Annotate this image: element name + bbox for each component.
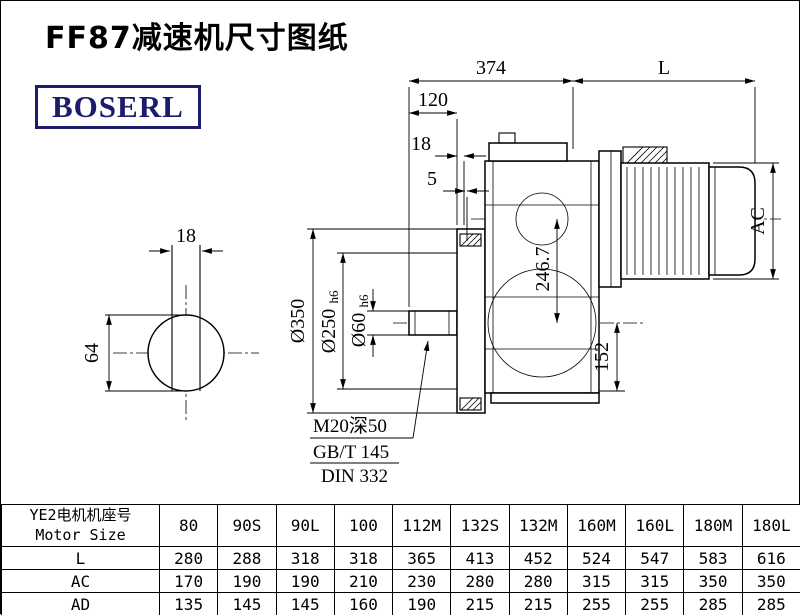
value-cell: 280 [160, 547, 218, 570]
housing-foot [491, 393, 599, 403]
value-cell: 190 [276, 570, 334, 593]
value-cell: 315 [626, 570, 684, 593]
note-standard-din: DIN 332 [321, 466, 388, 487]
column-header: 112M [393, 505, 451, 547]
column-header: 80 [160, 505, 218, 547]
dim-shaft-tolerance: h6 [356, 294, 371, 308]
column-header: 100 [334, 505, 392, 547]
dim-overall-length: 374 [476, 57, 506, 79]
dim-spigot-tolerance: h6 [326, 290, 341, 304]
shaft-end-view: 18 64 [81, 225, 259, 421]
value-cell: 583 [684, 547, 742, 570]
value-cell: 285 [742, 593, 800, 615]
motor-size-header-cn: YE2电机机座号 [2, 506, 159, 526]
dim-keyway-width: 18 [176, 225, 196, 247]
value-cell: 135 [160, 593, 218, 615]
dim-shaft-length: 120 [418, 89, 448, 111]
value-cell: 280 [451, 570, 509, 593]
motor-size-table: YE2电机机座号 Motor Size 80 90S 90L 100 112M … [1, 504, 800, 615]
value-cell: 145 [276, 593, 334, 615]
vent-plug [499, 133, 515, 143]
value-cell: 215 [451, 593, 509, 615]
column-header: 90L [276, 505, 334, 547]
note-tapped-hole: M20深50 [313, 415, 387, 437]
value-cell: 318 [276, 547, 334, 570]
gearbox-side-view [393, 133, 781, 413]
shaft-circle [148, 315, 224, 391]
value-cell: 413 [451, 547, 509, 570]
row-label: AD [2, 593, 160, 615]
value-cell: 365 [393, 547, 451, 570]
dim-motor-diameter: AC [747, 207, 769, 235]
table-row-L: L 280 288 318 318 365 413 452 524 547 58… [2, 547, 800, 570]
motor-body [621, 163, 709, 279]
housing-cap [489, 143, 567, 161]
table-header-row: YE2电机机座号 Motor Size 80 90S 90L 100 112M … [2, 505, 800, 547]
dim-shaft-diameter: Ø60 [348, 313, 370, 347]
column-header: 160M [567, 505, 625, 547]
motor-size-header: YE2电机机座号 Motor Size [2, 505, 160, 547]
value-cell: 547 [626, 547, 684, 570]
column-header: 180L [742, 505, 800, 547]
dim-flange-diameter: Ø350 [287, 299, 309, 343]
value-cell: 315 [567, 570, 625, 593]
value-cell: 452 [509, 547, 567, 570]
motor-adapter [599, 151, 621, 287]
value-cell: 170 [160, 570, 218, 593]
technical-drawing: 18 64 [1, 1, 800, 506]
table-row-AC: AC 170 190 190 210 230 280 280 315 315 3… [2, 570, 800, 593]
value-cell: 280 [509, 570, 567, 593]
callout-notes: M20深50 GB/T 145 DIN 332 [310, 341, 428, 487]
value-cell: 288 [218, 547, 276, 570]
value-cell: 285 [684, 593, 742, 615]
dim-shaft-height: 64 [81, 343, 103, 363]
value-cell: 524 [567, 547, 625, 570]
output-flange [457, 229, 485, 413]
column-header: 90S [218, 505, 276, 547]
row-label: AC [2, 570, 160, 593]
value-cell: 145 [218, 593, 276, 615]
value-cell: 230 [393, 570, 451, 593]
leader-line [413, 341, 428, 438]
value-cell: 190 [218, 570, 276, 593]
column-header: 160L [626, 505, 684, 547]
dim-flange-thickness: 18 [411, 133, 431, 155]
note-standard-gbt: GB/T 145 [313, 442, 389, 463]
dim-spigot-diameter: Ø250 [318, 309, 340, 353]
column-header: 180M [684, 505, 742, 547]
row-label: L [2, 547, 160, 570]
table-row-AD: AD 135 145 145 160 190 215 215 255 255 2… [2, 593, 800, 615]
dim-motor-length: L [658, 57, 670, 79]
value-cell: 255 [626, 593, 684, 615]
motor-size-table-wrap: YE2电机机座号 Motor Size 80 90S 90L 100 112M … [1, 504, 800, 615]
dim-center-height: 246.7 [532, 247, 554, 292]
column-header: 132M [509, 505, 567, 547]
column-header: 132S [451, 505, 509, 547]
value-cell: 350 [684, 570, 742, 593]
value-cell: 318 [334, 547, 392, 570]
value-cell: 215 [509, 593, 567, 615]
value-cell: 160 [334, 593, 392, 615]
value-cell: 210 [334, 570, 392, 593]
value-cell: 616 [742, 547, 800, 570]
dim-bottom-height: 152 [591, 342, 613, 372]
dim-gap: 5 [427, 168, 437, 190]
value-cell: 190 [393, 593, 451, 615]
value-cell: 255 [567, 593, 625, 615]
value-cell: 350 [742, 570, 800, 593]
motor-size-header-en: Motor Size [2, 526, 159, 546]
output-shaft [409, 311, 457, 335]
